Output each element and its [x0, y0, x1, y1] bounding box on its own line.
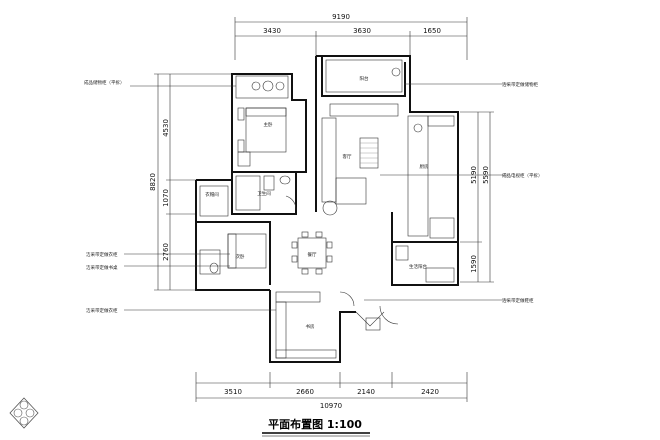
label-left-3: 洁采带定做书桌 [86, 264, 118, 271]
room-living: 客厅 [343, 153, 352, 160]
room-study: 书房 [306, 323, 315, 330]
left-annotations: 成品储物柜（平拆） 洁采带定做衣柜 洁采带定做书桌 洁采带定做衣柜 [84, 79, 276, 314]
room-balcony: 阳台 [360, 75, 369, 82]
room-labels: 主卧 卫生间 衣帽间 次卧 客厅 餐厅 厨房 阳台 生活阳台 书房 [205, 75, 429, 330]
label-left-1: 成品储物柜（平拆） [84, 79, 125, 86]
dim-top-seg-1: 3430 [263, 27, 281, 35]
label-left-4: 洁采带定做衣柜 [86, 307, 118, 314]
dim-bottom-seg-3: 2140 [357, 388, 375, 396]
room-kitchen: 厨房 [420, 163, 429, 170]
room-bathroom: 卫生间 [257, 190, 271, 197]
title-text: 平面布置图 1:100 [268, 417, 362, 431]
dim-top-seg-3: 1650 [423, 27, 441, 35]
dim-left-total: 8820 [149, 173, 157, 191]
label-right-2: 成品电视柜（平拆） [502, 172, 543, 179]
dim-bottom-seg-2: 2660 [296, 388, 314, 396]
left-dimension-chain: 8820 4530 1070 2760 [149, 73, 232, 291]
label-right-1: 洁采带定做储物柜 [502, 81, 538, 88]
dim-left-seg-1: 4530 [162, 119, 170, 137]
label-right-3: 洁采带定做鞋柜 [502, 297, 534, 304]
dim-bottom-seg-1: 3510 [224, 388, 242, 396]
dacc-logo [9, 397, 39, 429]
room-second-bedroom: 次卧 [236, 253, 245, 260]
room-dressing: 衣帽间 [205, 191, 219, 198]
room-utility: 生活阳台 [409, 263, 427, 270]
dim-top-seg-2: 3630 [353, 27, 371, 35]
dim-right-seg-2: 1590 [470, 255, 478, 273]
dim-left-seg-2: 1070 [162, 189, 170, 207]
room-master-bedroom: 主卧 [264, 121, 273, 128]
dim-top-total: 9190 [332, 13, 350, 21]
drawing-title: 平面布置图 1:100 [262, 417, 370, 437]
right-annotations: 洁采带定做储物柜 成品电视柜（平拆） 洁采带定做鞋柜 [364, 81, 543, 304]
dim-bottom-total: 10970 [320, 402, 342, 410]
room-dining: 餐厅 [308, 251, 317, 258]
top-dimension-chain: 9190 3430 3630 1650 [234, 13, 468, 60]
bottom-dimension-chain: 3510 2660 2140 2420 10970 [195, 372, 468, 410]
dim-left-seg-3: 2760 [162, 243, 170, 261]
walls [195, 55, 459, 363]
dim-bottom-seg-4: 2420 [421, 388, 439, 396]
right-dimension-chain: 5590 5190 1590 [460, 111, 494, 283]
label-left-2: 洁采带定做衣柜 [86, 251, 118, 258]
furniture [199, 59, 455, 359]
